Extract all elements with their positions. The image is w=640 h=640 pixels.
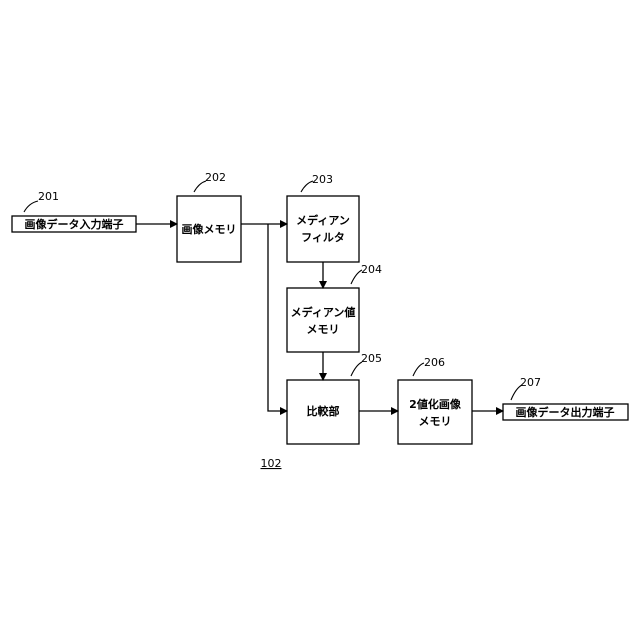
figure-label: 102 [261, 457, 282, 470]
binary-image-memory-label-line1: 2値化画像 [409, 397, 462, 411]
ref-207: 207 [520, 376, 541, 389]
input-terminal: 画像データ入力端子 [12, 216, 136, 232]
binary-image-memory-block: 2値化画像 メモリ [398, 380, 472, 444]
ref-202: 202 [205, 171, 226, 184]
median-filter-label-line2: フィルタ [301, 231, 345, 244]
ref-201: 201 [38, 190, 59, 203]
median-filter-block: メディアン フィルタ [287, 196, 359, 262]
median-value-memory-box [287, 288, 359, 352]
input-terminal-label: 画像データ入力端子 [25, 217, 124, 231]
binary-image-memory-box [398, 380, 472, 444]
comparator-block: 比較部 [287, 380, 359, 444]
output-terminal: 画像データ出力端子 [503, 404, 628, 420]
arrow-image-memory-to-comparator [268, 224, 287, 411]
image-memory-label: 画像メモリ [182, 222, 237, 236]
ref-204: 204 [361, 263, 382, 276]
binary-image-memory-label-line2: メモリ [419, 415, 452, 428]
median-value-memory-block: メディアン値 メモリ [287, 288, 359, 352]
ref-203: 203 [312, 173, 333, 186]
ref-206: 206 [424, 356, 445, 369]
median-value-memory-label-line2: メモリ [307, 323, 340, 336]
ref-205: 205 [361, 352, 382, 365]
median-filter-label-line1: メディアン [296, 213, 350, 227]
image-memory-block: 画像メモリ [177, 196, 241, 262]
leader-206 [413, 363, 424, 376]
comparator-label: 比較部 [307, 404, 340, 418]
output-terminal-label: 画像データ出力端子 [516, 405, 615, 419]
median-value-memory-label-line1: メディアン値 [291, 305, 356, 319]
leader-201 [24, 201, 38, 212]
median-filter-box [287, 196, 359, 262]
